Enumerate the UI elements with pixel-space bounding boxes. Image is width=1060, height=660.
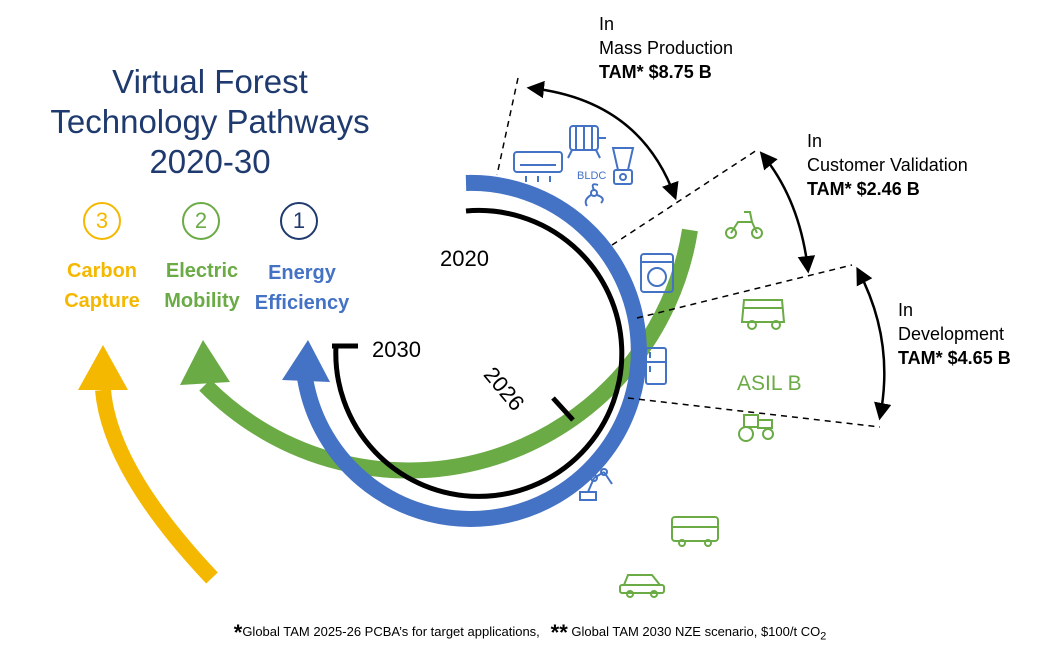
- stage-divider-lines: [496, 77, 881, 428]
- footnote-text-2: Global TAM 2030 NZE scenario, $100/t CO: [571, 624, 821, 639]
- efficiency-label-line-1: Energy: [268, 262, 336, 284]
- footnote-text-1: Global TAM 2025-26 PCBA’s for target app…: [242, 624, 540, 639]
- footnote-star-1: *: [233, 620, 243, 645]
- energy-efficiency-arc: [297, 174, 647, 527]
- stage-customer-validation: In Customer Validation TAM* $2.46 B: [807, 129, 968, 201]
- pathway-number-1: 1: [280, 202, 318, 240]
- pathway-label-electric-mobility: Electric Mobility: [152, 256, 252, 316]
- motor-icon: [567, 125, 606, 159]
- efficiency-label-line-2: Efficiency: [254, 292, 350, 314]
- bus-icon: [671, 516, 719, 547]
- asil-label: ASIL B: [737, 372, 802, 395]
- refrigerator-icon: [645, 347, 667, 385]
- stage-development: In Development TAM* $4.65 B: [898, 298, 1011, 370]
- carbon-label-line-2: Capture: [64, 290, 140, 312]
- electric-mobility-arrowhead: [180, 340, 230, 385]
- stage-1-line-2: Mass Production: [599, 38, 734, 58]
- diagram-title: Virtual Forest Technology Pathways 2020-…: [20, 62, 400, 182]
- stage-2-tam: TAM* $2.46 B: [807, 179, 920, 199]
- timeline-tick-2026: [551, 396, 575, 422]
- footnote: *Global TAM 2025-26 PCBA’s for target ap…: [0, 620, 1060, 646]
- title-line-1: Virtual Forest: [112, 63, 308, 100]
- washing-machine-icon: [640, 253, 674, 293]
- footnote-star-2: **: [550, 620, 568, 645]
- stage-3-tam: TAM* $4.65 B: [898, 348, 1011, 368]
- stage-span-arrows: [526, 80, 892, 421]
- carbon-capture-arrow: [95, 389, 218, 584]
- pathway-number-3: 3: [83, 202, 121, 240]
- stage-3-line-2: Development: [898, 324, 1005, 344]
- pathway-label-carbon-capture: Carbon Capture: [52, 256, 152, 316]
- electric-mobility-arc: [199, 228, 698, 479]
- stage-1-line-1: In: [599, 14, 615, 34]
- stage-3-line-1: In: [898, 300, 914, 320]
- robot-arm-icon: [579, 468, 613, 501]
- fan-icon: [584, 183, 604, 207]
- carbon-capture-arrowhead: [78, 345, 128, 390]
- footnote-subscript: 2: [820, 630, 827, 643]
- mobility-label-line-2: Mobility: [164, 290, 240, 312]
- pathway-label-energy-efficiency: Energy Efficiency: [250, 258, 354, 318]
- timeline-arc: [333, 207, 625, 499]
- air-conditioner-icon: [513, 151, 563, 182]
- year-2030: 2030: [372, 337, 421, 362]
- car-icon: [619, 574, 665, 598]
- energy-efficiency-arrowhead: [282, 340, 330, 382]
- scooter-icon: [725, 211, 763, 239]
- title-line-3: 2020-30: [149, 143, 271, 180]
- stage-2-line-1: In: [807, 131, 823, 151]
- auto-rickshaw-icon: [740, 299, 786, 330]
- stage-mass-production: In Mass Production TAM* $8.75 B: [599, 12, 733, 84]
- title-line-2: Technology Pathways: [50, 103, 370, 140]
- carbon-label-line-1: Carbon: [67, 260, 137, 282]
- bldc-label: BLDC: [577, 170, 607, 182]
- stage-1-tam: TAM* $8.75 B: [599, 62, 712, 82]
- stage-2-line-2: Customer Validation: [807, 155, 968, 175]
- year-2020: 2020: [440, 246, 489, 271]
- blender-icon: [611, 147, 635, 185]
- tractor-icon: [738, 414, 774, 442]
- pathway-number-2: 2: [182, 202, 220, 240]
- mobility-label-line-1: Electric: [165, 260, 239, 282]
